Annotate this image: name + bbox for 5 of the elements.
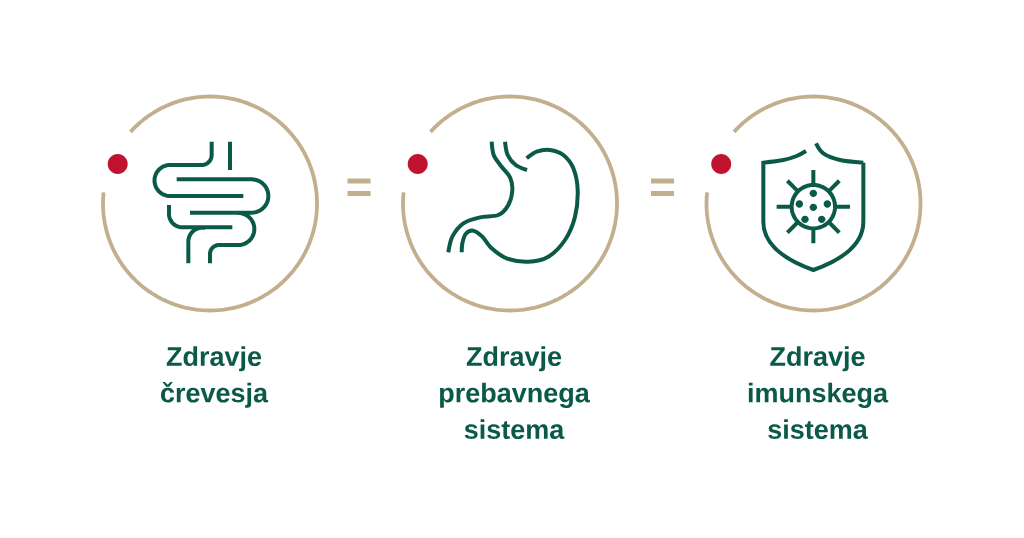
equals-sign: = bbox=[347, 178, 371, 196]
equals-sign: = bbox=[651, 178, 675, 196]
label-text: Zdravje črevesja bbox=[161, 346, 269, 408]
label-text: Zdravje imunskega sistema bbox=[748, 346, 889, 440]
label-text: Zdravje prebavnega sistema bbox=[440, 346, 590, 440]
